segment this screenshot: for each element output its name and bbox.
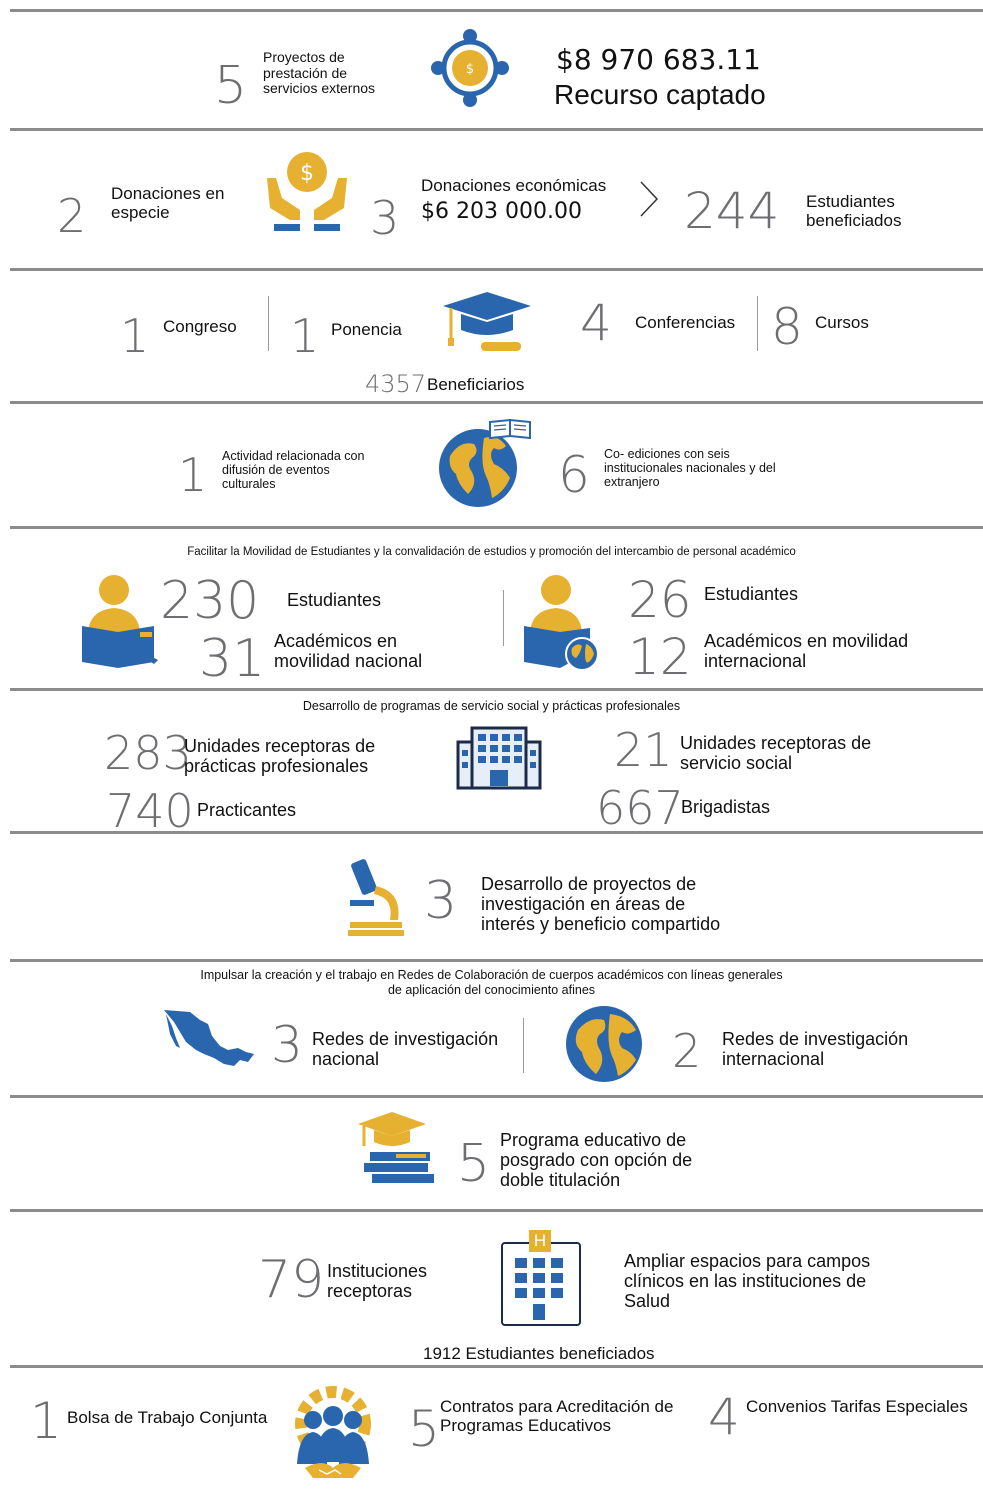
separator xyxy=(503,590,504,646)
receiving-institutions-count: 79 xyxy=(258,1250,325,1310)
economic-donations-amount: $6 203 000.00 xyxy=(421,199,582,224)
coeditions-label: Co- ediciones con seis institucionales n… xyxy=(604,447,776,489)
international-students-label: Estudiantes xyxy=(704,584,799,604)
students-benefited-footer: 1912 Estudiantes beneficiados xyxy=(423,1344,655,1363)
congress-count: 1 xyxy=(120,309,150,363)
international-networks-count: 2 xyxy=(672,1024,702,1078)
special-rates-label: Convenios Tarifas Especiales xyxy=(746,1397,968,1416)
section-divider xyxy=(10,1095,983,1098)
mexico-map-icon xyxy=(164,1010,254,1066)
brigade-label: Brigadistas xyxy=(681,797,771,817)
courses-label: Cursos xyxy=(815,313,869,332)
hospital-icon: H xyxy=(501,1228,581,1326)
teamwork-gear-icon xyxy=(295,1386,371,1478)
section-divider xyxy=(10,526,983,529)
section-divider xyxy=(10,1209,983,1212)
international-networks-label: Redes de investigación internacional xyxy=(722,1029,909,1070)
research-projects-label: Desarrollo de proyectos de investigación… xyxy=(481,874,721,935)
separator xyxy=(523,1018,524,1073)
network-money-icon: $ xyxy=(431,29,509,107)
reading-person-globe-icon xyxy=(524,575,599,671)
social-service-units-count: 21 xyxy=(614,723,673,777)
internship-units-label: Unidades receptoras de prácticas profesi… xyxy=(184,736,376,777)
social-service-units-label: Unidades receptoras de servicio social xyxy=(680,733,872,774)
brigade-count: 667 xyxy=(596,781,684,835)
section-divider xyxy=(10,268,983,271)
job-board-label: Bolsa de Trabajo Conjunta xyxy=(67,1408,268,1427)
economic-donations-label: Donaciones económicas xyxy=(421,176,607,195)
presentation-count: 1 xyxy=(290,309,320,363)
international-students-count: 26 xyxy=(628,571,692,629)
svg-text:$: $ xyxy=(466,62,474,77)
section-divider xyxy=(10,688,983,691)
building-icon xyxy=(456,726,542,790)
reading-person-icon xyxy=(82,575,158,668)
coeditions-count: 6 xyxy=(558,446,590,504)
conferences-label: Conferencias xyxy=(635,313,736,332)
resource-amount: $8 970 683.11 xyxy=(556,43,761,76)
section-divider xyxy=(10,401,983,404)
graduation-cap-icon xyxy=(443,292,531,351)
congress-label: Congreso xyxy=(163,317,237,336)
svg-text:$: $ xyxy=(300,161,314,186)
beneficiaries-count: 4357 xyxy=(365,370,427,398)
section-divider xyxy=(10,128,983,131)
section-divider xyxy=(10,9,983,12)
job-board-count: 1 xyxy=(30,1392,62,1450)
inkind-donations-count: 2 xyxy=(57,189,87,243)
courses-count: 8 xyxy=(771,298,803,356)
students-benefited-count: 244 xyxy=(684,182,780,240)
networks-header-line2: de aplicación del conocimiento afines xyxy=(387,983,596,997)
section-divider xyxy=(10,831,983,834)
section-divider xyxy=(10,959,983,962)
external-projects-count: 5 xyxy=(214,56,248,116)
accreditation-contracts-label: Contratos para Acreditación de Programas… xyxy=(440,1397,674,1436)
mobility-header: Facilitar la Movilidad de Estudiantes y … xyxy=(187,546,796,558)
globe-book-icon xyxy=(439,418,531,507)
presentation-label: Ponencia xyxy=(331,320,402,339)
national-students-label: Estudiantes xyxy=(287,590,382,610)
clinical-spaces-label: Ampliar espacios para campos clínicos en… xyxy=(624,1251,871,1312)
cultural-activity-label: Actividad relacionada con difusión de ev… xyxy=(222,449,365,491)
postgrad-programs-count: 5 xyxy=(457,1134,491,1194)
social-service-header: Desarrollo de programas de servicio soci… xyxy=(302,699,681,713)
research-projects-count: 3 xyxy=(424,871,458,931)
national-networks-count: 3 xyxy=(271,1016,303,1074)
cultural-activity-count: 1 xyxy=(178,448,208,502)
section-divider xyxy=(10,1365,983,1368)
separator xyxy=(757,296,758,351)
special-rates-count: 4 xyxy=(708,1388,740,1446)
chevron-right-icon xyxy=(640,181,659,217)
postgrad-programs-label: Programa educativo de posgrado con opció… xyxy=(500,1130,693,1191)
conferences-count: 4 xyxy=(580,294,612,352)
separator xyxy=(268,296,269,351)
national-academics-count: 31 xyxy=(199,629,266,689)
international-academics-label: Académicos en movilidad internacional xyxy=(704,631,909,672)
national-students-count: 230 xyxy=(160,571,260,631)
international-academics-count: 12 xyxy=(628,628,692,686)
economic-donations-count: 3 xyxy=(370,191,400,245)
hands-donation-icon: $ xyxy=(267,152,347,231)
interns-count: 740 xyxy=(106,784,194,838)
resource-label: Recurso captado xyxy=(554,79,766,110)
students-benefited-label: Estudiantes beneficiados xyxy=(806,192,902,231)
interns-label: Practicantes xyxy=(197,800,297,820)
hospital-sign: H xyxy=(529,1230,551,1252)
books-cap-icon xyxy=(358,1112,434,1183)
networks-header-line1: Impulsar la creación y el trabajo en Red… xyxy=(200,968,783,982)
microscope-icon xyxy=(348,859,404,936)
beneficiaries-label: Beneficiarios xyxy=(427,375,525,394)
inkind-donations-label: Donaciones en especie xyxy=(111,184,225,223)
external-projects-label: Proyectos de prestación de servicios ext… xyxy=(263,49,376,97)
accreditation-contracts-count: 5 xyxy=(408,1400,440,1458)
receiving-institutions-label: Instituciones receptoras xyxy=(327,1261,428,1302)
national-networks-label: Redes de investigación nacional xyxy=(312,1029,499,1070)
internship-units-count: 283 xyxy=(104,726,192,780)
globe-icon xyxy=(566,1006,642,1082)
national-academics-label: Académicos en movilidad nacional xyxy=(274,631,423,672)
